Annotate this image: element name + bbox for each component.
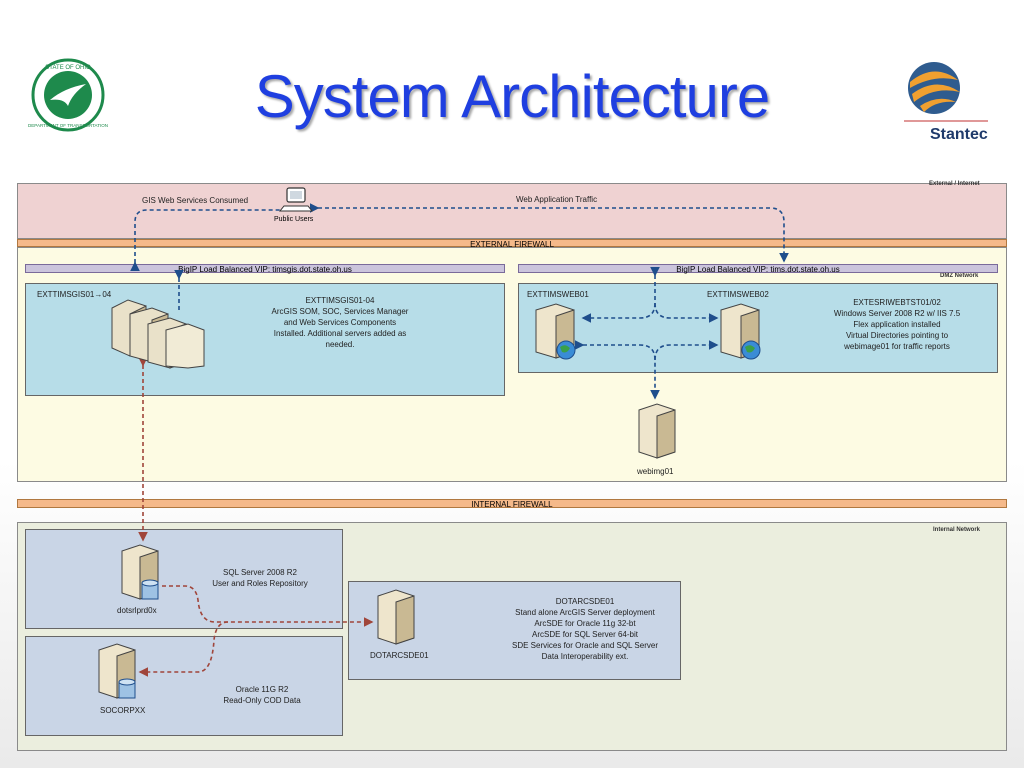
oracle-desc-line: Oracle 11G R2 — [235, 685, 289, 694]
gis-desc-line: and Web Services Components — [283, 318, 397, 327]
sde-desc-line: Data Interoperability ext. — [541, 652, 629, 661]
sde-desc-line: Stand alone ArcGIS Server deployment — [515, 608, 655, 617]
internal-firewall: INTERNAL FIREWALL — [17, 499, 1007, 509]
sql-desc-line: User and Roles Repository — [212, 579, 308, 588]
computer-icon — [278, 187, 314, 212]
gis-desc-line: ArcGIS SOM, SOC, Services Manager — [271, 307, 409, 316]
web2-label: EXTTIMSWEB02 — [707, 290, 769, 299]
sde-desc-line: ArcSDE for Oracle 11g 32-bt — [534, 619, 636, 628]
oracle-server — [95, 642, 143, 704]
public-users: Public Users — [274, 186, 322, 226]
server-icon — [638, 403, 676, 459]
web2-server — [715, 302, 765, 362]
server-icon — [535, 303, 576, 360]
gis-traffic-label: GIS Web Services Consumed — [142, 196, 249, 205]
gis-desc-line: EXTTIMSGIS01-04 — [305, 296, 375, 305]
stantec-logo: Stantec — [900, 58, 992, 148]
sql-desc-line: SQL Server 2008 R2 — [223, 568, 297, 577]
server-icon — [111, 299, 205, 369]
oracle-desc-line: Read-Only COD Data — [223, 696, 301, 705]
vip-left: BigIP Load Balanced VIP: timsgis.dot.sta… — [25, 264, 505, 274]
gis-cluster-desc: EXTTIMSGIS01-04 ArcGIS SOM, SOC, Service… — [250, 295, 430, 350]
webimg-server — [633, 402, 681, 462]
web-desc-line: Flex application installed — [853, 320, 941, 329]
web1-label: EXTTIMSWEB01 — [527, 290, 589, 299]
dmz-zone-label: DMZ Network — [940, 273, 979, 279]
gis-desc-line: needed. — [325, 340, 355, 349]
server-icon — [720, 303, 761, 360]
web-desc-line: Virtual Directories pointing to — [845, 331, 949, 340]
svg-text:DEPARTMENT OF TRANSPORTATION: DEPARTMENT OF TRANSPORTATION — [28, 123, 108, 128]
web-servers-desc: EXTESRIWEBTST01/02 Windows Server 2008 R… — [812, 297, 982, 352]
server-icon — [121, 544, 159, 600]
sql-server — [118, 543, 166, 605]
web-traffic-label: Web Application Traffic — [516, 195, 598, 204]
vip-right: BigIP Load Balanced VIP: tims.dot.state.… — [518, 264, 998, 274]
web-desc-line: Windows Server 2008 R2 w/ IIS 7.5 — [833, 309, 961, 318]
stantec-logo-icon — [904, 62, 988, 122]
gis-desc-line: Installed. Additional servers added as — [273, 329, 407, 338]
web-desc-line: EXTESRIWEBTST01/02 — [853, 298, 941, 307]
internal-zone-label: Internal Network — [933, 527, 981, 533]
server-icon — [98, 643, 136, 699]
gis-server-cluster — [108, 288, 208, 369]
oracle-desc: Oracle 11G R2 Read-Only COD Data — [197, 684, 327, 706]
sde-desc-line: DOTARCSDE01 — [555, 597, 615, 606]
sql-box — [25, 529, 343, 629]
gis-cluster-label: EXTTIMSGIS01→04 — [37, 290, 112, 299]
odot-logo-icon: STATE OF OHIO DEPARTMENT OF TRANSPORTATI… — [28, 58, 108, 132]
page-title: System Architecture — [254, 63, 771, 130]
sql-server-label: dotsrlprd0x — [117, 606, 157, 615]
sde-desc: DOTARCSDE01 Stand alone ArcGIS Server de… — [495, 596, 675, 662]
oracle-server-label: SOCORPXX — [100, 706, 146, 715]
webimg-label: webimg01 — [637, 467, 674, 476]
server-icon — [377, 589, 415, 645]
database-icon — [141, 579, 159, 600]
stantec-wordmark: Stantec — [930, 126, 988, 143]
sde-desc-line: ArcSDE for SQL Server 64-bit — [532, 630, 638, 639]
web-desc-line: webimage01 for traffic reports — [844, 342, 950, 351]
sql-desc: SQL Server 2008 R2 User and Roles Reposi… — [195, 567, 325, 589]
odot-logo: STATE OF OHIO DEPARTMENT OF TRANSPORTATI… — [24, 58, 112, 132]
oracle-box — [25, 636, 343, 736]
external-zone-label: External / Internet — [929, 181, 980, 187]
public-users-label: Public Users — [274, 216, 314, 223]
gis-cluster-box — [25, 283, 505, 396]
web1-server — [530, 302, 580, 362]
svg-text:STATE OF OHIO: STATE OF OHIO — [45, 65, 91, 71]
sde-server-label: DOTARCSDE01 — [370, 651, 429, 660]
sde-desc-line: SDE Services for Oracle and SQL Server — [512, 641, 658, 650]
database-icon — [118, 678, 136, 699]
sde-server — [374, 588, 422, 648]
